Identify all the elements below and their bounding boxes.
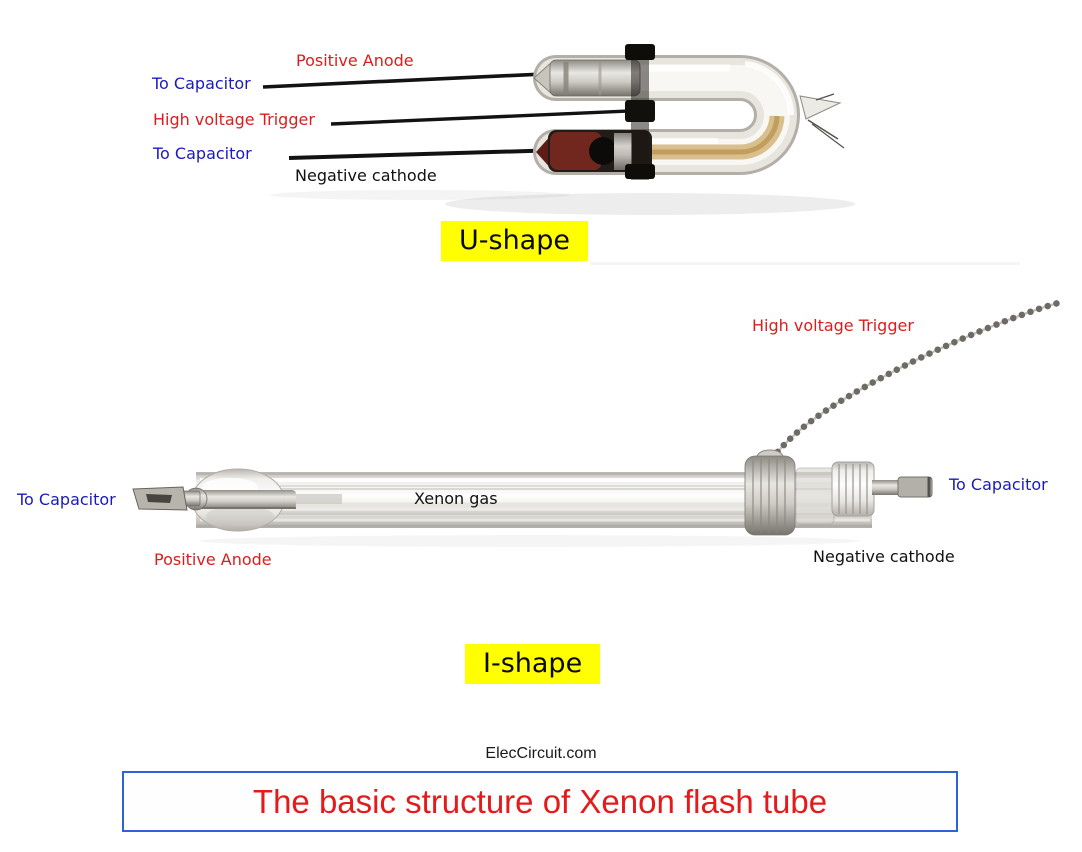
label-to-capacitor-u-top: To Capacitor	[152, 74, 251, 93]
label-hv-trigger-i: High voltage Trigger	[752, 316, 914, 335]
u-shape-tag: U-shape	[441, 221, 588, 261]
label-negative-cathode-i: Negative cathode	[813, 547, 955, 566]
i-shape-tag: I-shape	[465, 644, 601, 684]
page-title: The basic structure of Xenon flash tube	[252, 782, 828, 820]
label-positive-anode-u: Positive Anode	[296, 51, 414, 70]
watermark-text: ElecCircuit.com	[485, 745, 597, 762]
label-xenon-gas: Xenon gas	[414, 489, 498, 508]
label-to-capacitor-u-bottom: To Capacitor	[153, 144, 252, 163]
label-positive-anode-i: Positive Anode	[154, 550, 272, 569]
i-shape-tube-photo	[132, 299, 1062, 547]
label-to-capacitor-i-right: To Capacitor	[949, 475, 1048, 494]
label-to-capacitor-i-left: To Capacitor	[17, 490, 116, 509]
title-box: The basic structure of Xenon flash tube	[122, 771, 958, 832]
label-hv-trigger-u: High voltage Trigger	[153, 110, 315, 129]
u-shape-tube-photo	[262, 44, 1020, 265]
label-negative-cathode-u: Negative cathode	[295, 166, 437, 185]
